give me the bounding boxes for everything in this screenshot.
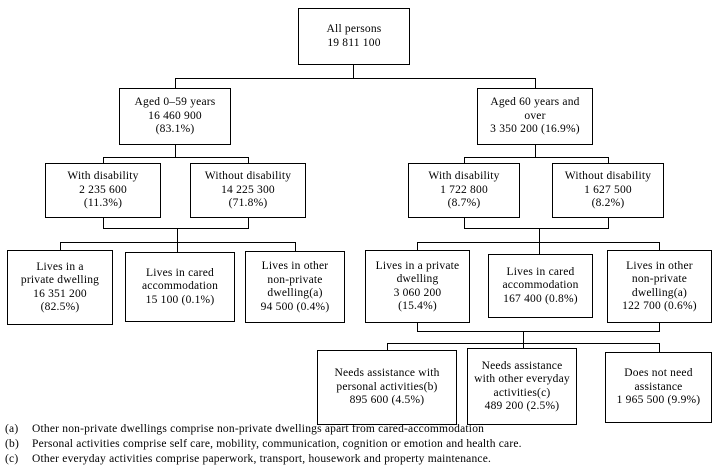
connector bbox=[387, 343, 388, 351]
connector bbox=[523, 331, 524, 348]
footnote-c-marker: (c) bbox=[5, 453, 19, 465]
connector bbox=[175, 78, 536, 79]
connector bbox=[60, 242, 61, 251]
connector bbox=[295, 242, 296, 252]
connector bbox=[464, 157, 609, 158]
node-all-persons: All persons 19 811 100 bbox=[298, 8, 410, 65]
connector bbox=[659, 343, 660, 353]
connector bbox=[175, 145, 176, 158]
footnote-c: (c) Other everyday activities comprise p… bbox=[5, 452, 522, 467]
connector bbox=[417, 242, 660, 243]
connector bbox=[103, 218, 104, 229]
node-cared-accommodation-60-over: Lives in cared accommodation 167 400 (0.… bbox=[488, 254, 593, 318]
footnote-a-marker: (a) bbox=[5, 423, 19, 435]
connector bbox=[248, 218, 249, 229]
connector bbox=[60, 242, 296, 243]
connector bbox=[464, 157, 465, 164]
connector bbox=[535, 78, 536, 88]
connector bbox=[464, 228, 609, 229]
node-other-non-private-60-over: Lives in other non-private dwelling(a) 1… bbox=[607, 250, 712, 323]
footnote-a-text: Other non-private dwellings comprise non… bbox=[32, 423, 485, 435]
node-needs-personal-assistance: Needs assistance with personal activitie… bbox=[317, 350, 457, 425]
connector bbox=[539, 228, 540, 254]
connector bbox=[248, 157, 249, 164]
connector bbox=[175, 78, 176, 88]
connector bbox=[608, 218, 609, 229]
node-private-dwelling-60-over: Lives in a private dwelling 3 060 200 (1… bbox=[365, 250, 470, 323]
node-with-disability-60-over: With disability 1 722 800 (8.7%) bbox=[408, 163, 520, 218]
footnote-b-text: Personal activities comprise self care, … bbox=[32, 438, 522, 450]
node-aged-60-years-and-over: Aged 60 years and over 3 350 200 (16.9%) bbox=[477, 88, 593, 145]
connector bbox=[417, 331, 660, 332]
connector bbox=[659, 242, 660, 251]
connector bbox=[103, 228, 249, 229]
connector bbox=[103, 157, 249, 158]
footnote-b: (b) Personal activities comprise self ca… bbox=[5, 437, 522, 452]
connector bbox=[417, 322, 418, 332]
connector bbox=[608, 157, 609, 164]
node-other-non-private-0-59: Lives in other non-private dwelling(a) 9… bbox=[245, 251, 345, 323]
node-cared-accommodation-0-59: Lives in cared accommodation 15 100 (0.1… bbox=[125, 252, 235, 322]
footnote-a: (a) Other non-private dwellings comprise… bbox=[5, 422, 522, 437]
node-without-disability-60-over: Without disability 1 627 500 (8.2%) bbox=[552, 163, 664, 218]
footnote-c-text: Other everyday activities comprise paper… bbox=[32, 453, 492, 465]
connector bbox=[387, 343, 660, 344]
node-does-not-need-assistance: Does not need assistance 1 965 500 (9.9%… bbox=[605, 352, 712, 423]
node-with-disability-0-59: With disability 2 235 600 (11.3%) bbox=[45, 163, 161, 218]
node-aged-0-59-years: Aged 0–59 years 16 460 900 (83.1%) bbox=[119, 88, 231, 145]
footnotes: (a) Other non-private dwellings comprise… bbox=[5, 422, 522, 467]
connector bbox=[464, 218, 465, 229]
connector bbox=[535, 145, 536, 158]
node-private-dwelling-0-59: Lives in a private dwelling 16 351 200 (… bbox=[7, 250, 113, 325]
connector bbox=[417, 242, 418, 251]
connector bbox=[353, 65, 354, 79]
node-needs-everyday-assistance: Needs assistance with other everyday act… bbox=[467, 348, 577, 425]
connector bbox=[659, 322, 660, 332]
connector bbox=[177, 228, 178, 252]
connector bbox=[103, 157, 104, 164]
footnote-b-marker: (b) bbox=[5, 438, 20, 450]
node-without-disability-0-59: Without disability 14 225 300 (71.8%) bbox=[190, 163, 306, 218]
